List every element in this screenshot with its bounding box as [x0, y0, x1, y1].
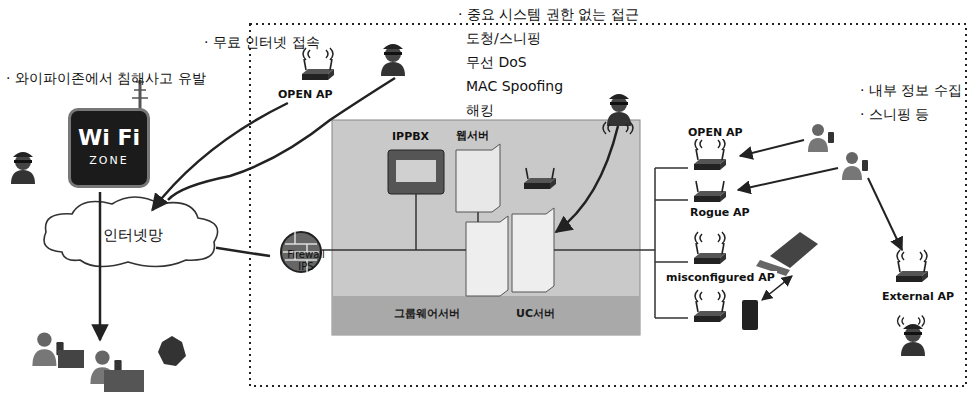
boundary	[250, 24, 966, 386]
note-label: · 무료 인터넷 접속	[204, 34, 320, 52]
pc-icon	[58, 350, 84, 368]
wireless-waves	[695, 290, 725, 302]
hacker-icon	[11, 152, 35, 184]
note-label: 무선 DoS	[466, 54, 527, 72]
node-text: 웹서버	[456, 128, 489, 143]
ippbx-screen	[396, 160, 436, 182]
wireless-waves	[897, 250, 927, 262]
router-icon	[694, 149, 726, 170]
node-text: Firewall IPS	[280, 249, 332, 273]
node-text: IPPBX	[392, 130, 429, 143]
ap-label: Rogue AP	[688, 206, 752, 219]
arrow	[738, 168, 838, 190]
network-line	[477, 212, 479, 222]
node-text: OPEN AP	[686, 126, 745, 139]
router-icon	[524, 168, 556, 189]
laptop-icon	[770, 232, 818, 268]
node-text: 인터넷망	[103, 226, 163, 245]
network-line	[554, 249, 655, 251]
node-text: UC서버	[516, 306, 555, 321]
note-label: · 중요 시스템 권한 없는 접근	[458, 6, 639, 24]
note-label: 해킹	[466, 102, 494, 120]
node-text: External AP	[880, 290, 956, 303]
arrow	[740, 140, 804, 156]
router-icon	[694, 181, 726, 202]
groupware-server	[466, 216, 508, 296]
ippbx-device	[388, 150, 444, 194]
connector	[216, 248, 270, 256]
person-icon	[808, 124, 834, 152]
hacker-icon	[901, 324, 925, 356]
hacker-icon	[607, 94, 631, 126]
node-text: ZONE	[71, 154, 147, 167]
phone-icon	[742, 300, 758, 330]
ap-bracket	[655, 168, 688, 318]
firewall: Firewall IPS	[272, 230, 332, 292]
ap-label: OPEN AP	[276, 88, 335, 101]
node-text: OPEN AP	[276, 88, 335, 101]
wireless-waves	[695, 232, 725, 244]
note-label: MAC Spoofing	[466, 78, 563, 94]
server-icon	[158, 336, 186, 366]
uc-server	[512, 208, 554, 292]
router-icon	[694, 301, 726, 322]
person-icon	[842, 152, 868, 180]
node-text: Rogue AP	[688, 206, 752, 219]
node-text: 그룹웨어서버	[394, 306, 460, 321]
attack-arrow	[99, 192, 102, 340]
router-icon	[896, 261, 928, 282]
wireless-waves	[603, 122, 633, 134]
pc-icon	[104, 370, 144, 392]
web-server	[456, 144, 500, 212]
cloud-shape	[44, 197, 218, 267]
attack-arrow	[556, 126, 618, 232]
note-label: · 내부 정보 수집	[860, 82, 962, 100]
server-label: 웹서버	[456, 128, 489, 143]
note-label: · 스니핑 등	[860, 106, 929, 124]
ap-label: External AP	[880, 290, 956, 303]
router-icon	[694, 243, 726, 264]
attack-arrow	[168, 78, 395, 200]
hacker-icon	[381, 44, 405, 76]
connector	[152, 103, 288, 210]
server-label: IPPBX	[392, 130, 429, 143]
note-label: 도청/스니핑	[466, 30, 541, 48]
server-band	[332, 296, 640, 335]
router-icon	[302, 59, 334, 80]
cloud: 인터넷망	[52, 212, 214, 258]
server-label: UC서버	[516, 306, 555, 321]
node-text: misconfigured AP	[664, 271, 777, 284]
internal-network	[332, 120, 640, 335]
network-line	[336, 249, 466, 251]
ap-label: OPEN AP	[686, 126, 745, 139]
wireless-waves	[898, 316, 925, 327]
note-label: · 와이파이존에서 침해사고 유발	[6, 70, 206, 88]
wifi-zone-sign: Wi Fi ZONE	[68, 108, 150, 188]
node-text: Wi Fi	[71, 125, 147, 150]
ap-label: misconfigured AP	[664, 271, 777, 284]
wireless-waves	[695, 138, 725, 150]
network-line	[415, 194, 417, 250]
server-label: 그룹웨어서버	[394, 306, 460, 321]
arrow	[868, 178, 902, 250]
